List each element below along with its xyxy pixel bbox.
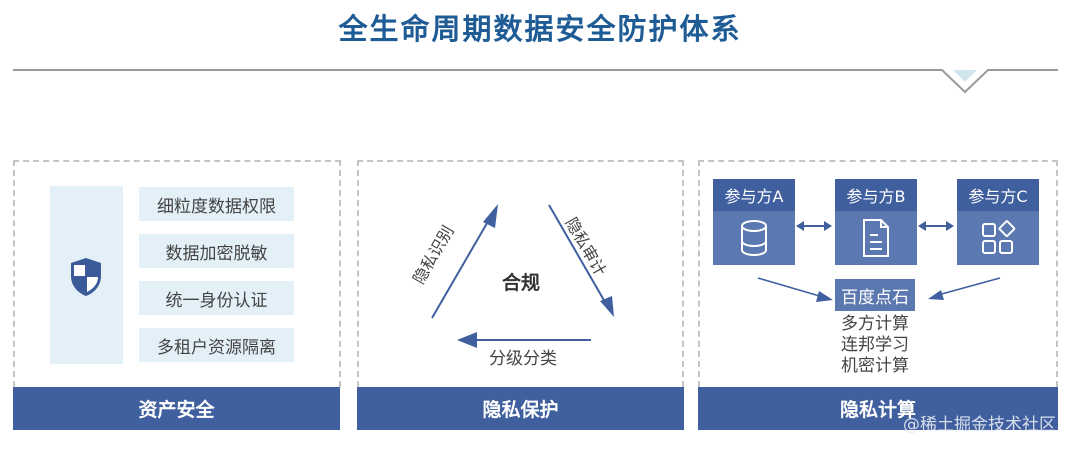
technique-mpc: 多方计算 [841,314,909,334]
footer-privacy-protection: 隐私保护 [357,387,684,430]
arrow-head-icon [457,332,477,348]
party-b-card: 参与方B [835,179,917,265]
party-connection-arrows [757,221,1001,302]
apps-grid-icon [982,220,1016,254]
page-title: 全生命周期数据安全防护体系 [338,12,742,46]
shield-icon [71,258,101,296]
technique-list: 多方计算 连邦学习 机密计算 [815,314,935,377]
party-c-card: 参与方C [957,179,1039,265]
asset-item-unified-auth: 统一身份认证 [139,281,294,315]
database-icon [741,220,767,256]
double-arrow-icon [796,221,804,231]
panel-asset-security [13,160,341,387]
notch-triangle-icon [953,70,977,82]
footer-privacy-computing: 隐私计算 [698,387,1058,430]
party-a-card: 参与方A [713,179,795,265]
asset-item-fine-grained-permissions: 细粒度数据权限 [139,187,294,221]
hub-baidu-dianshi: 百度点石 [835,279,915,311]
arrow-head-icon [928,290,944,300]
double-arrow-icon [918,221,926,231]
panel-privacy-protection [357,160,684,387]
asset-item-tenant-isolation: 多租户资源隔离 [139,328,294,362]
party-b-label: 参与方B [835,179,917,211]
label-classification: 分级分类 [489,349,557,369]
arrow-head-icon [600,296,614,317]
party-c-label: 参与方C [957,179,1039,211]
party-a-label: 参与方A [713,179,795,211]
title-divider [13,69,1058,94]
footer-asset-security: 资产安全 [13,387,340,430]
compliance-cycle-arrows [431,204,614,348]
watermark: @稀土掘金技术社区 [903,415,1056,435]
technique-federated: 连邦学习 [841,335,909,355]
arrow-head-icon [816,291,833,302]
arrow-head-icon [483,204,498,228]
document-icon [863,219,889,257]
technique-confidential: 机密计算 [841,356,909,376]
panel-privacy-computing [698,160,1058,387]
asset-item-encryption-masking: 数据加密脱敏 [139,234,294,268]
label-compliance: 合规 [502,272,541,294]
